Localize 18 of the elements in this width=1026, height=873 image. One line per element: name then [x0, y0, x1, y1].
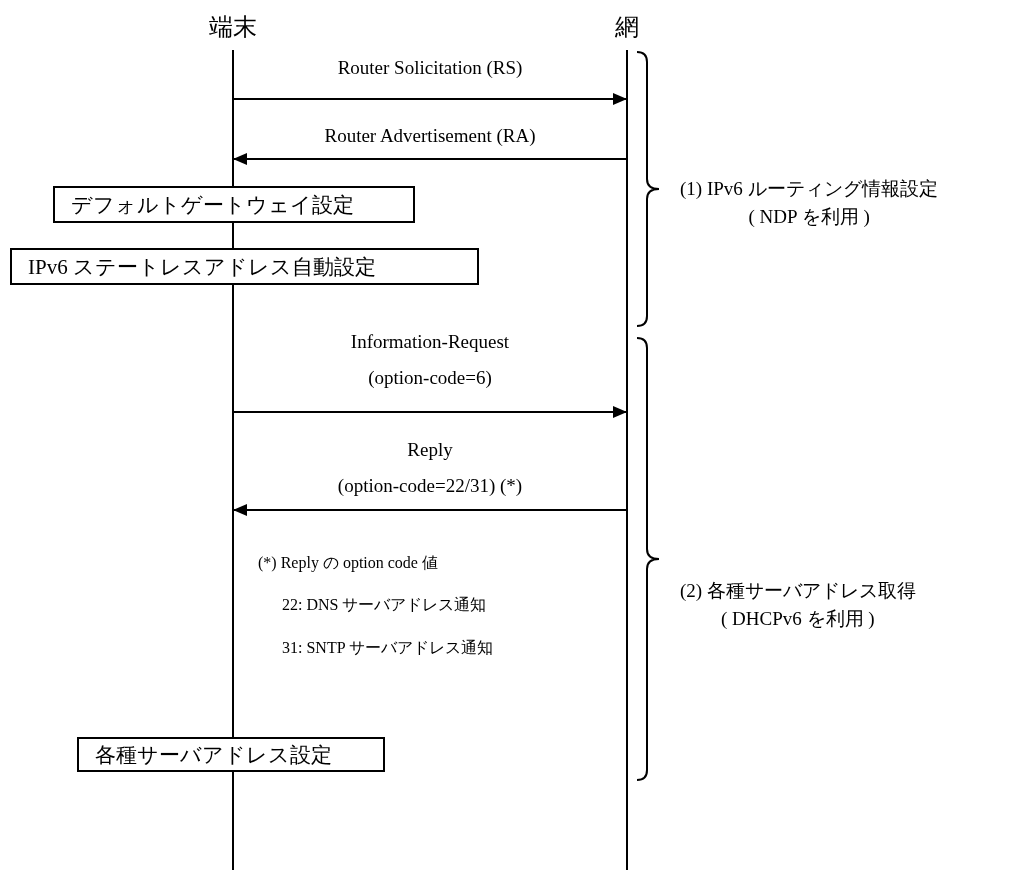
message-arrow [232, 153, 628, 165]
edge-label: Information-Request (option-code=6) [349, 330, 511, 390]
bracket-label: (2) 各種サーバアドレス取得 [680, 580, 916, 602]
bracket-label: ( NDP を利用 ) [748, 206, 870, 228]
note-text: 22: DNS サーバアドレス通知 [282, 595, 487, 615]
process-box: IPv6 ステートレスアドレス自動設定 [10, 248, 479, 285]
bracket-label: ( DHCPv6 を利用 ) [721, 608, 875, 630]
note-text: 31: SNTP サーバアドレス通知 [282, 638, 493, 658]
note-text: (*) Reply の option code 値 [258, 553, 438, 574]
edge-label: Reply (option-code=22/31) (*) [336, 438, 524, 498]
bracket-label: (1) IPv6 ルーティング情報設定 [680, 178, 938, 200]
edge-label: Router Solicitation (RS) [336, 56, 524, 80]
message-arrow [232, 406, 628, 418]
process-box: デフォルトゲートウェイ設定 [53, 186, 415, 223]
process-box: 各種サーバアドレス設定 [77, 737, 385, 772]
message-arrow [232, 504, 628, 516]
message-arrow [232, 93, 628, 105]
edge-label: Router Advertisement (RA) [323, 124, 537, 148]
